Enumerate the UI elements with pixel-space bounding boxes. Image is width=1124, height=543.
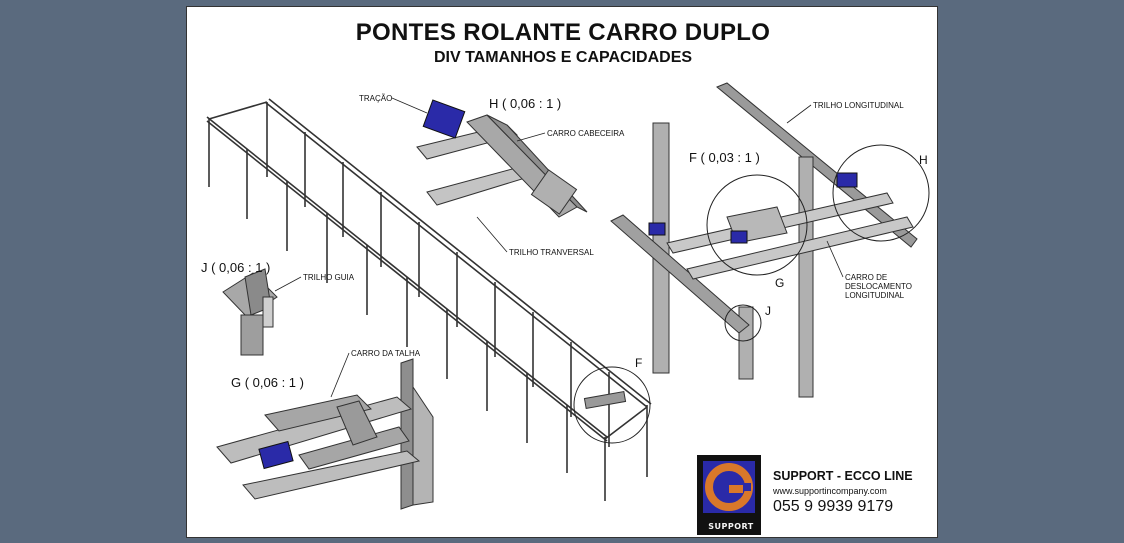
- carriage-f: [583, 391, 627, 409]
- label-tracao: TRAÇÃO: [359, 94, 392, 103]
- company-phone: 055 9 9939 9179: [773, 498, 894, 515]
- scale-label-j: J ( 0,06 : 1 ): [201, 260, 270, 275]
- detail-circle-g: [706, 174, 808, 276]
- page-subtitle: DIV TAMANHOS E CAPACIDADES: [433, 49, 693, 66]
- detail-circle-j: [724, 304, 762, 342]
- company-url[interactable]: www.supportincompany.com: [773, 486, 887, 496]
- label-trilho-longitudinal: TRILHO LONGITUDINAL: [813, 101, 904, 110]
- label-carro-da-talha: CARRO DA TALHA: [351, 349, 421, 358]
- company-block: SUPPORT SUPPORT - ECCO LINE www.supporti…: [697, 455, 929, 535]
- detail-h-assembly: [416, 99, 588, 218]
- detail-letter-h: H: [919, 153, 928, 167]
- company-name: SUPPORT - ECCO LINE: [773, 469, 913, 483]
- detail-f-assembly: [610, 82, 918, 398]
- detail-j-assembly: [222, 268, 278, 356]
- page-title: PONTES ROLANTE CARRO DUPLO: [355, 19, 771, 46]
- detail-letter-f: F: [635, 356, 642, 370]
- scale-label-h: H ( 0,06 : 1 ): [489, 96, 561, 111]
- label-carro-cabeceira: CARRO CABECEIRA: [547, 129, 625, 138]
- detail-circle-f: [573, 366, 651, 444]
- scale-label-f: F ( 0,03 : 1 ): [689, 150, 760, 165]
- logo-g-icon: [703, 461, 755, 513]
- label-carro-desloc-2: DESLOCAMENTO: [845, 282, 912, 291]
- detail-g-assembly: [216, 358, 434, 510]
- scale-label-g: G ( 0,06 : 1 ): [231, 375, 304, 390]
- logo-text: SUPPORT: [708, 522, 754, 531]
- label-carro-desloc-1: CARRO DE: [845, 273, 887, 282]
- gantry-frame: [206, 98, 652, 501]
- company-logo: SUPPORT: [697, 455, 761, 535]
- detail-circle-h: [832, 144, 930, 242]
- motor-h: [422, 99, 466, 139]
- detail-letter-j: J: [765, 304, 771, 318]
- drawing-sheet: PONTES ROLANTE CARRO DUPLO DIV TAMANHOS …: [186, 6, 938, 538]
- motor-g: [258, 440, 294, 470]
- label-trilho-guia: TRILHO GUIA: [303, 273, 355, 282]
- detail-letter-g: G: [775, 276, 784, 290]
- label-carro-desloc-3: LONGITUDINAL: [845, 291, 905, 300]
- technical-drawing: F H ( 0,06 : 1 ) TRAÇÃO CARRO CABECEIRA …: [201, 82, 930, 510]
- label-trilho-tranversal: TRILHO TRANVERSAL: [509, 248, 594, 257]
